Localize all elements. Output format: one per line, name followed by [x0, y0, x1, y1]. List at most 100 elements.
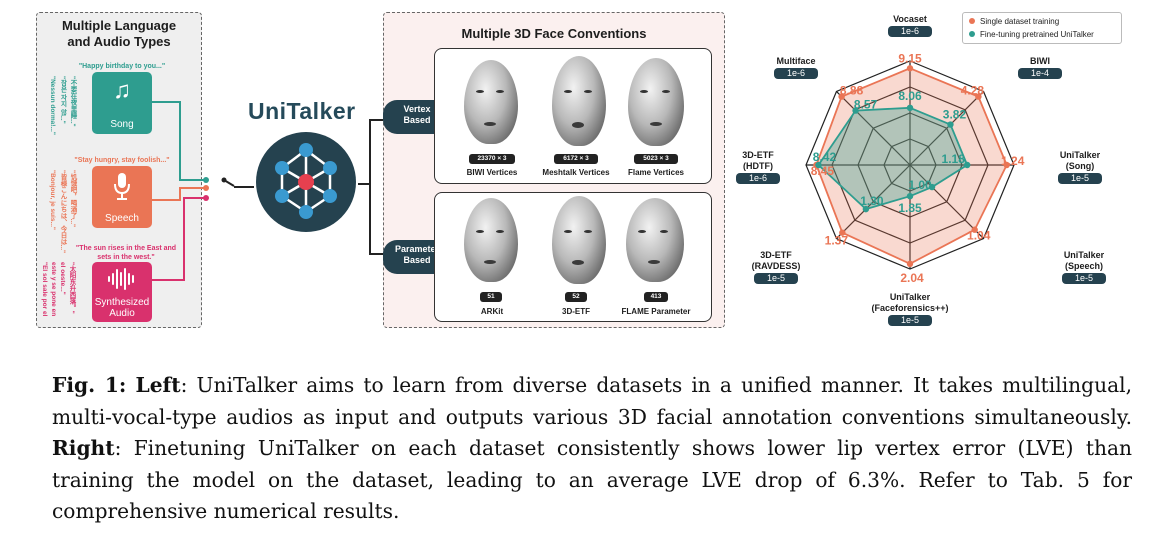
- caption-fig-label: Fig. 1:: [52, 373, 127, 397]
- radar-data-point: [906, 260, 914, 267]
- caption-left-word: Left: [135, 373, 181, 397]
- arkit-label: ARKit: [480, 307, 504, 316]
- radar-value-label: 1.30: [860, 194, 884, 208]
- radar-spoke: [909, 91, 984, 166]
- synth-side-text: "El sol sale por el: [41, 262, 48, 317]
- arkit-face: [464, 198, 518, 282]
- radar-spoke: [836, 164, 911, 239]
- lve-radar-chart: 9.15 4.28 1.24 1.04 2.04 1.37 8.45 8.88 8.06 3.82…: [805, 51, 1025, 285]
- meshtalk-label: Meshtalk Vertices: [542, 168, 610, 177]
- caption-right-word: Right: [52, 436, 115, 460]
- radar-data-point: [1003, 161, 1010, 169]
- radar-data-point: [906, 65, 914, 72]
- meshtalk-face-mesh: [552, 56, 606, 146]
- 3d-etf-label: 3D-ETF: [562, 307, 590, 316]
- legend-item-single: Single dataset training: [969, 15, 1115, 28]
- radar-data-point: [971, 226, 978, 233]
- radar-data-point: [947, 121, 954, 128]
- flame-parameter-face: [626, 198, 684, 282]
- radar-value-label: 1.85: [898, 201, 922, 215]
- radar-data-point: [906, 104, 914, 112]
- song-side-text: "잠은 자지 않...": [59, 76, 66, 124]
- synth-multilingual-texts: "El sol sale por el este y se pone en el…: [40, 262, 75, 326]
- synth-quote: "The sun rises in the East and sets in t…: [56, 244, 196, 262]
- synth-quote-line1: "The sun rises in the East and: [75, 245, 177, 252]
- radar-value-label: 3.82: [943, 108, 967, 122]
- meshtalk-dim-tag: 6172 × 3: [554, 154, 598, 164]
- audio-panel-title-line1: Multiple Language: [61, 18, 177, 33]
- radar-data-point: [928, 183, 936, 191]
- waveform-icon: [108, 268, 134, 290]
- 3d-etf-face: [552, 196, 606, 284]
- legend-dot-finetune: [969, 31, 975, 37]
- radar-value-label: 8.88: [840, 84, 864, 98]
- speech-side-text: "饥饿吧，喝酒了...": [69, 170, 76, 228]
- speech-quote: "Stay hungry, stay foolish...": [74, 157, 170, 164]
- audio-panel-title: Multiple Language and Audio Types: [36, 18, 202, 50]
- biwi-label: BIWI Vertices: [466, 168, 518, 177]
- speech-side-text: "Bonjour, je suis...": [49, 170, 56, 230]
- vertex-pill-line2: Based: [403, 115, 431, 125]
- legend-label-finetune: Fine-tuning pretrained UniTalker: [980, 30, 1094, 39]
- radar-value-label: 9.15: [898, 51, 922, 65]
- radar-value-label: 8.06: [898, 89, 922, 103]
- radar-value-label: 1.04: [967, 229, 991, 243]
- flame-label: Flame Vertices: [627, 168, 685, 177]
- vertex-pill-line1: Vertex: [403, 104, 431, 114]
- synth-label-line1: Synthesized: [94, 297, 150, 308]
- unitalker-logo: UniTalker: [248, 98, 356, 124]
- caption-right-text: : Finetuning UniTalker on each dataset c…: [52, 436, 1132, 523]
- arkit-dim-tag: 51: [480, 292, 502, 302]
- radar-value-label: 4.28: [961, 84, 985, 98]
- radar-data-point: [838, 93, 845, 100]
- radar-value-label: 1.18: [942, 152, 966, 166]
- audio-panel-title-line2: and Audio Types: [67, 34, 171, 49]
- radar-value-label: 1.37: [825, 234, 849, 248]
- flame-param-dim-tag: 413: [644, 292, 668, 302]
- radar-legend: Single dataset training Fine-tuning pret…: [962, 12, 1122, 44]
- neural-network-icon: [256, 132, 356, 232]
- song-label: Song: [110, 119, 134, 130]
- radar-value-label: 1.00: [908, 178, 932, 192]
- flame-face-mesh: [628, 58, 684, 146]
- synth-label: Synthesized Audio: [92, 297, 152, 319]
- param-pill-line1: Parameter: [394, 244, 440, 254]
- flame-param-label: FLAME Parameter: [621, 307, 691, 316]
- radar-data-point: [964, 161, 971, 169]
- radar-data-point: [852, 107, 859, 114]
- radar-value-label: 8.57: [854, 98, 878, 112]
- param-pill-line2: Based: [403, 255, 431, 265]
- song-side-text: "Nessun dorma!...": [49, 76, 56, 135]
- radar-value-label: 8.45: [811, 164, 835, 178]
- synth-side-text: el oeste...": [59, 262, 66, 295]
- legend-dot-single: [969, 18, 975, 24]
- caption-left-text: : UniTalker aims to learn from diverse d…: [52, 373, 1132, 429]
- radar-spoke: [909, 164, 984, 239]
- radar-data-point: [839, 229, 846, 236]
- speech-multilingual-texts: "Bonjour, je suis..." "皆様こんにちは、今日は..." "…: [48, 170, 76, 254]
- flame-dim-tag: 5023 × 3: [634, 154, 678, 164]
- figure-caption: Fig. 1: Left: UniTalker aims to learn fr…: [52, 370, 1132, 528]
- biwi-face-mesh: [464, 60, 518, 144]
- radar-value-label: 8.42: [813, 150, 837, 164]
- synth-side-text: "太阳东升西落。": [68, 262, 75, 314]
- radar-spoke: [836, 91, 911, 166]
- speech-side-text: "皆様こんにちは、今日は...": [59, 170, 66, 254]
- radar-data-point: [906, 193, 914, 200]
- radar-value-label: 2.04: [900, 271, 924, 285]
- song-multilingual-texts: "Nessun dorma!..." "잠은 자지 않..." "不要在夜里睡.…: [48, 76, 76, 140]
- song-quote: "Happy birthday to you...": [78, 63, 166, 70]
- radar-data-point: [975, 93, 982, 100]
- radar-value-label: 1.24: [1001, 154, 1025, 168]
- synth-quote-line2: sets in the west.": [97, 254, 155, 261]
- face-conventions-title: Multiple 3D Face Conventions: [461, 26, 647, 41]
- radar-data-point: [815, 161, 822, 169]
- music-note-icon: ♫: [113, 77, 131, 104]
- microphone-icon: [114, 173, 130, 200]
- biwi-dim-tag: 23370 × 3: [469, 154, 515, 164]
- synthesized-audio-card: Synthesized Audio: [92, 262, 152, 322]
- song-side-text: "不要在夜里睡...": [69, 76, 76, 127]
- speech-label: Speech: [105, 213, 139, 224]
- song-audio-card: ♫ Song: [92, 72, 152, 134]
- speech-audio-card: Speech: [92, 166, 152, 228]
